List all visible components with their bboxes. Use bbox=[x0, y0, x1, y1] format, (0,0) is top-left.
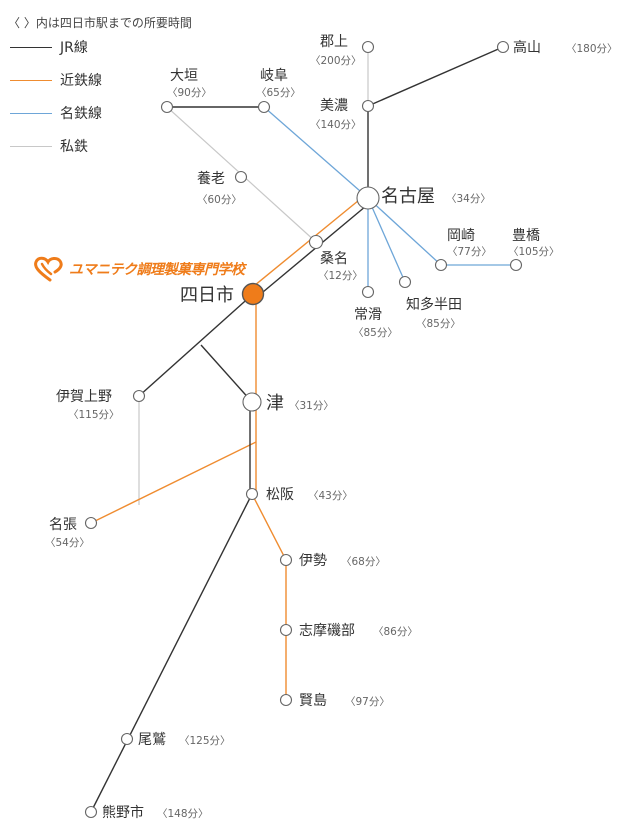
station-node-gifu[interactable] bbox=[257, 100, 271, 114]
station-node-toyohashi[interactable] bbox=[509, 258, 523, 272]
station-node-kumano[interactable] bbox=[84, 805, 98, 819]
station-time-gifu: 〈65分〉 bbox=[256, 87, 301, 99]
station-nodes bbox=[84, 40, 523, 819]
travel-time-note: 〈 〉内は四日市駅までの所要時間 bbox=[8, 16, 192, 30]
legend-private: 私鉄 bbox=[10, 137, 88, 155]
legend-kintetsu-label: 近鉄線 bbox=[60, 73, 102, 89]
station-node-mino[interactable] bbox=[361, 99, 375, 113]
station-time-shima: 〈86分〉 bbox=[373, 626, 418, 638]
station-name-takayama: 高山 bbox=[513, 39, 541, 56]
nagoya-yokkaichi-kintetsu bbox=[248, 195, 365, 291]
station-node-nagoya[interactable] bbox=[356, 186, 380, 210]
station-node-chitahanda[interactable] bbox=[398, 275, 412, 289]
school-logo-text: ユマニテク調理製菓専門学校 bbox=[69, 262, 245, 278]
station-node-yokkaichi[interactable] bbox=[241, 282, 265, 306]
station-name-nabari: 名張 bbox=[49, 517, 77, 533]
station-node-okazaki[interactable] bbox=[434, 258, 448, 272]
station-node-owase[interactable] bbox=[120, 732, 134, 746]
station-time-tokoname: 〈85分〉 bbox=[353, 327, 398, 339]
station-time-owase: 〈125分〉 bbox=[179, 735, 231, 747]
heart-logo-icon bbox=[34, 256, 63, 282]
station-node-ise[interactable] bbox=[279, 553, 293, 567]
school-logo: ユマニテク調理製菓専門学校 bbox=[33, 255, 245, 283]
nagoya-okazaki-line bbox=[367, 197, 442, 266]
station-time-okazaki: 〈77分〉 bbox=[447, 246, 492, 258]
station-name-ise: 伊勢 bbox=[299, 553, 327, 569]
station-name-yoro: 養老 bbox=[197, 170, 225, 187]
station-name-mino: 美濃 bbox=[320, 98, 348, 114]
station-node-matsusaka[interactable] bbox=[245, 487, 259, 501]
station-time-ise: 〈68分〉 bbox=[341, 556, 386, 568]
station-time-kuwana: 〈12分〉 bbox=[318, 270, 363, 282]
station-time-matsusaka: 〈43分〉 bbox=[308, 490, 353, 502]
station-name-nagoya: 名古屋 bbox=[381, 186, 435, 207]
station-time-kumano: 〈148分〉 bbox=[157, 808, 209, 820]
nagoya-chitahanda-line bbox=[367, 197, 406, 283]
station-time-mino: 〈140分〉 bbox=[310, 119, 362, 131]
station-node-ogaki[interactable] bbox=[160, 100, 174, 114]
station-node-kuwana[interactable] bbox=[308, 234, 324, 250]
station-node-tokoname[interactable] bbox=[361, 285, 375, 299]
station-node-kashikojima[interactable] bbox=[279, 693, 293, 707]
station-name-matsusaka: 松阪 bbox=[266, 487, 294, 503]
station-time-iga: 〈115分〉 bbox=[68, 409, 120, 421]
station-name-yokkaichi: 四日市 bbox=[180, 285, 234, 306]
station-name-kumano: 熊野市 bbox=[102, 804, 144, 821]
station-labels: 郡上〈200分〉 高山 〈180分〉大垣〈90分〉 岐阜〈65分〉美濃〈140分〉養老… bbox=[45, 34, 618, 821]
legend-meitetsu: 名鉄線 bbox=[10, 104, 102, 122]
station-time-tsu: 〈31分〉 bbox=[289, 400, 334, 412]
station-time-gujo: 〈200分〉 bbox=[310, 55, 362, 67]
legend-jr-label: JR線 bbox=[60, 40, 88, 56]
takayama-mino-line bbox=[367, 46, 504, 107]
station-name-tsu: 津 bbox=[266, 393, 284, 414]
station-name-shima: 志摩磯部 bbox=[299, 622, 355, 639]
station-time-nagoya: 〈34分〉 bbox=[446, 193, 491, 205]
station-name-kashikojima: 賢島 bbox=[299, 693, 327, 709]
junction-tsu-line bbox=[200, 344, 253, 403]
station-node-gujo[interactable] bbox=[361, 40, 375, 54]
matsusaka-kumano-line bbox=[90, 493, 253, 813]
legend-jr: JR線 bbox=[10, 38, 88, 56]
station-time-chitahanda: 〈85分〉 bbox=[416, 318, 461, 330]
station-node-takayama[interactable] bbox=[496, 40, 510, 54]
station-name-ogaki: 大垣 bbox=[170, 68, 198, 84]
station-name-gifu: 岐阜 bbox=[260, 67, 288, 84]
yokkaichi-iga-line bbox=[138, 293, 254, 397]
station-time-yoro: 〈60分〉 bbox=[197, 194, 242, 206]
station-name-toyohashi: 豊橋 bbox=[512, 228, 540, 244]
station-time-kashikojima: 〈97分〉 bbox=[345, 696, 390, 708]
legend-private-label: 私鉄 bbox=[60, 139, 88, 155]
station-name-owase: 尾鷲 bbox=[138, 732, 166, 748]
station-name-iga: 伊賀上野 bbox=[56, 389, 112, 405]
station-node-yoro[interactable] bbox=[234, 170, 248, 184]
tsu-nabari-kintetsu bbox=[90, 441, 257, 524]
station-node-shima[interactable] bbox=[279, 623, 293, 637]
legend-meitetsu-label: 名鉄線 bbox=[60, 106, 102, 122]
station-node-nabari[interactable] bbox=[84, 516, 98, 530]
station-node-iga[interactable] bbox=[132, 389, 146, 403]
station-node-tsu[interactable] bbox=[242, 392, 262, 412]
station-time-takayama: 〈180分〉 bbox=[566, 43, 618, 55]
legend-kintetsu: 近鉄線 bbox=[10, 71, 102, 89]
station-name-chitahanda: 知多半田 bbox=[406, 296, 462, 313]
station-time-nabari: 〈54分〉 bbox=[45, 537, 90, 549]
station-name-okazaki: 岡崎 bbox=[447, 228, 475, 244]
nagoya-yokkaichi-jr bbox=[256, 200, 373, 298]
gifu-nagoya-line bbox=[263, 106, 369, 199]
station-name-tokoname: 常滑 bbox=[354, 306, 382, 323]
station-time-toyohashi: 〈105分〉 bbox=[508, 246, 560, 258]
station-time-ogaki: 〈90分〉 bbox=[167, 87, 212, 99]
station-name-kuwana: 桑名 bbox=[320, 251, 348, 267]
matsusaka-kashikojima-kintetsu bbox=[251, 493, 287, 700]
station-name-gujo: 郡上 bbox=[320, 34, 348, 50]
